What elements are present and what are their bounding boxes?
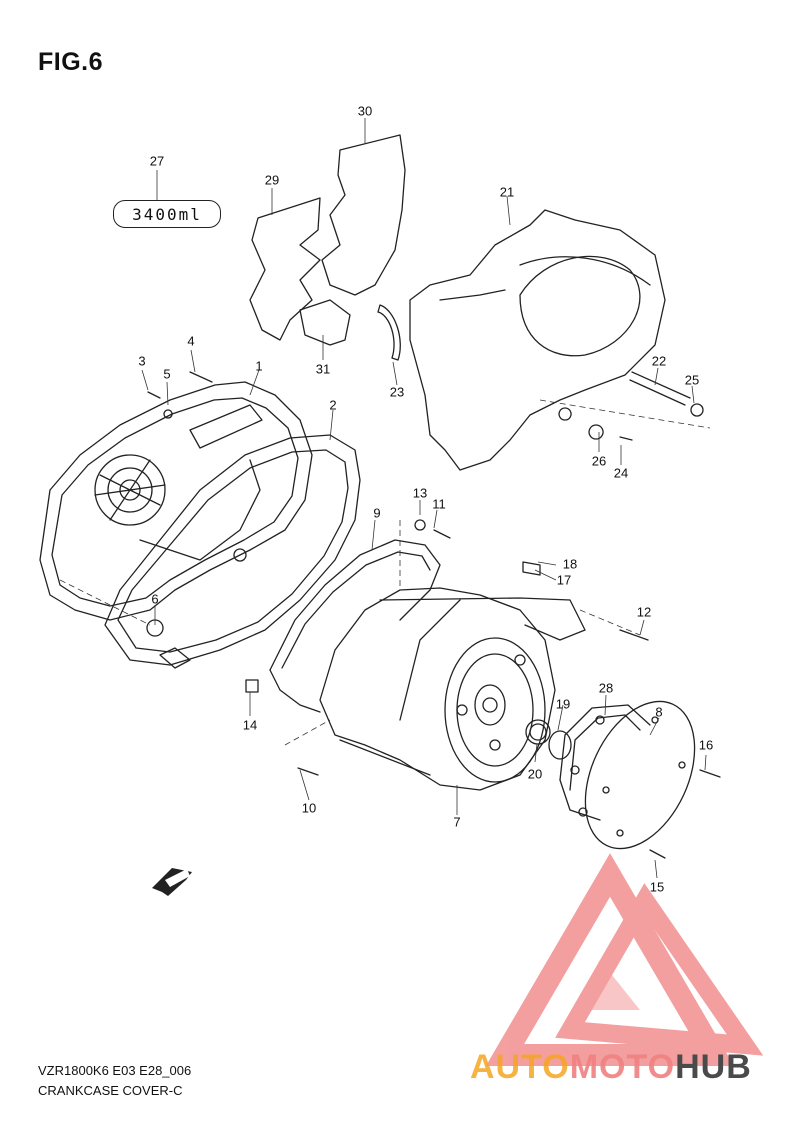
callout-31: 31: [315, 361, 331, 377]
callout-14: 14: [242, 717, 258, 733]
callout-2: 2: [329, 397, 337, 413]
leader-lines: [59, 118, 711, 879]
plug-part: [548, 730, 572, 760]
callout-3: 3: [138, 353, 146, 369]
insulator-part: [321, 134, 406, 296]
section-name: CRANKCASE COVER-C: [38, 1083, 183, 1098]
callout-11: 11: [432, 496, 446, 512]
callout-4: 4: [187, 333, 195, 349]
gasket-ring-part: [559, 704, 651, 821]
watermark-brand: AUTOMOTOHUB: [470, 1048, 752, 1087]
callout-30: 30: [357, 103, 373, 119]
outer-cover-part: [409, 209, 666, 471]
model-code: VZR1800K6 E03 E28_006: [38, 1063, 192, 1078]
watermark-auto: AUTO: [470, 1048, 570, 1086]
callout-12: 12: [636, 604, 652, 620]
pad-part: [299, 299, 351, 346]
gasket-part: [104, 434, 361, 669]
callout-22: 22: [651, 353, 667, 369]
clip-part: [377, 304, 401, 361]
callout-8: 8: [655, 704, 663, 720]
callout-26: 26: [591, 453, 607, 469]
callout-21: 21: [499, 184, 515, 200]
forward-arrow-icon: [152, 868, 192, 896]
o-ring-part: [525, 719, 551, 745]
cover-plate-part: [584, 700, 696, 850]
callout-29: 29: [264, 172, 280, 188]
callout-1: 1: [255, 358, 263, 374]
callout-18: 18: [562, 556, 578, 572]
callout-16: 16: [698, 737, 714, 753]
callout-20: 20: [527, 766, 543, 782]
callout-5: 5: [163, 366, 171, 382]
callout-19: 19: [555, 696, 571, 712]
rod-part: [629, 371, 691, 406]
callout-27: 27: [149, 153, 165, 169]
callout-25: 25: [684, 372, 700, 388]
watermark-hub: HUB: [675, 1048, 752, 1086]
callout-7: 7: [453, 814, 461, 830]
callout-13: 13: [412, 485, 428, 501]
insulator-part: [249, 197, 321, 341]
callout-6: 6: [151, 591, 159, 607]
crankcase-cover-part: [39, 381, 313, 637]
figure-title: FIG.6: [38, 48, 104, 76]
callout-24: 24: [613, 465, 629, 481]
watermark-logo: [485, 853, 764, 1066]
callout-28: 28: [598, 680, 614, 696]
oil-capacity-label: 3400ml: [113, 200, 221, 228]
callout-23: 23: [389, 384, 405, 400]
clutch-cover-part: [319, 587, 586, 791]
nut-part: [690, 403, 704, 417]
callout-10: 10: [301, 800, 317, 816]
callout-17: 17: [556, 572, 572, 588]
callout-9: 9: [373, 505, 381, 521]
fastener-parts: [147, 371, 721, 859]
callout-15: 15: [649, 879, 665, 895]
watermark-moto: MOTO: [569, 1048, 676, 1086]
cover-gasket-part: [269, 539, 441, 713]
